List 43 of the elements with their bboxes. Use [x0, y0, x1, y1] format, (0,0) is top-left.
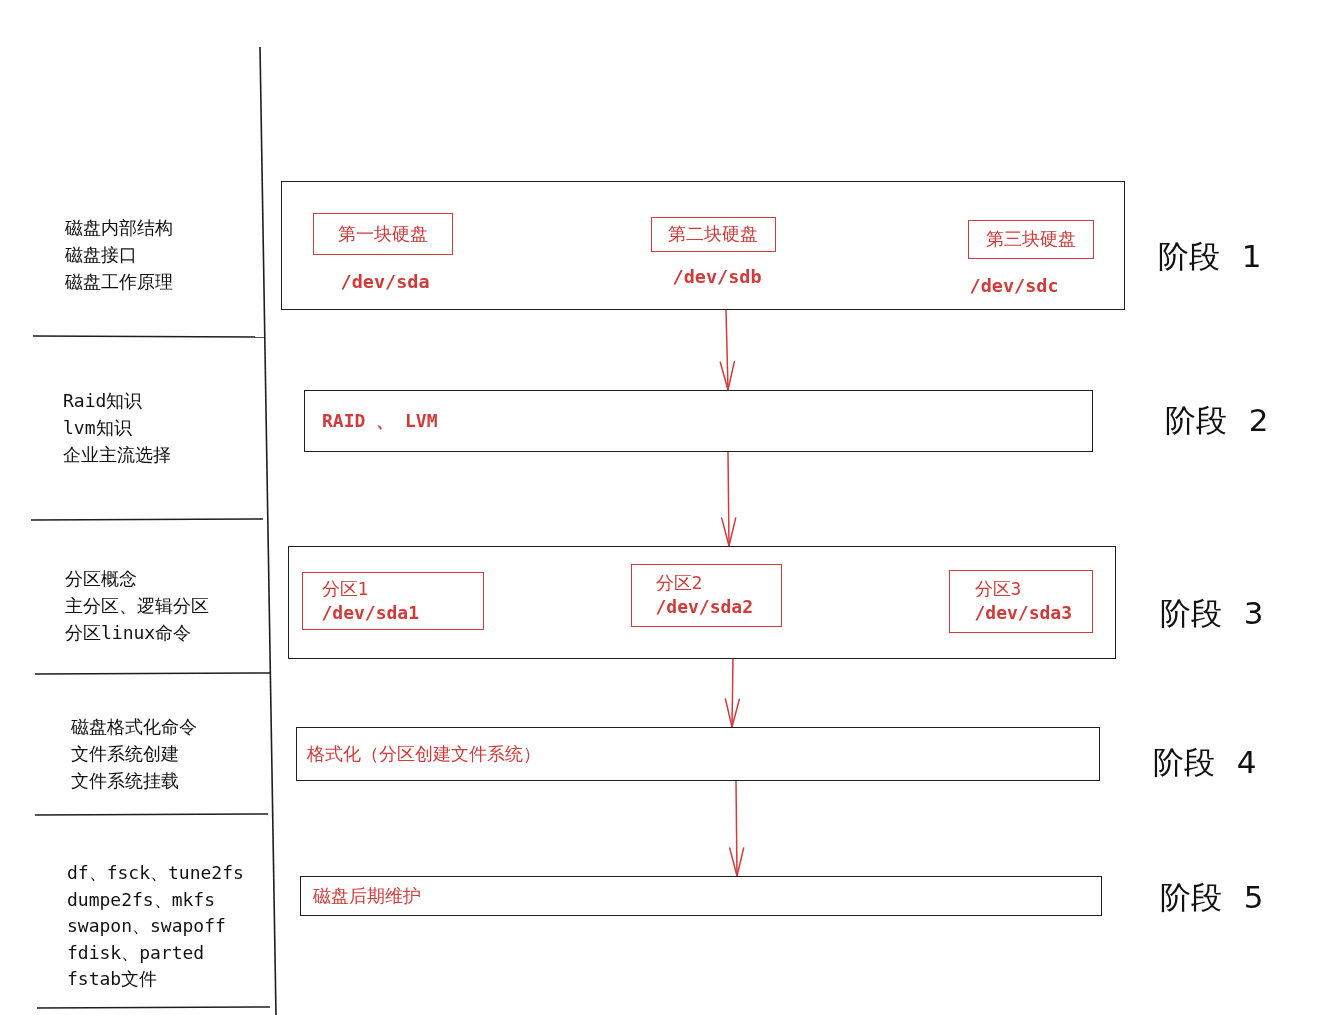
stage-box: 格式化（分区创建文件系统） [296, 727, 1100, 781]
topic-text: 磁盘格式化命令 [71, 716, 197, 738]
arrow [719, 309, 736, 391]
topic-text: 主分区、逻辑分区 [65, 595, 209, 617]
partition-box [630, 563, 782, 627]
stage-label: 阶段 3 [1160, 594, 1264, 633]
topic-text: 磁盘工作原理 [65, 271, 173, 293]
device-path: /dev/sda3 [974, 601, 1073, 625]
partition-name: 分区2 [655, 571, 703, 595]
stage-box: RAID 、 LVM [304, 390, 1093, 452]
device-path: /dev/sdc [969, 274, 1059, 297]
stage-label: 阶段 2 [1165, 401, 1269, 440]
stage-label: 阶段 5 [1160, 878, 1264, 917]
partition-name: 分区1 [321, 576, 369, 601]
device-path: /dev/sda1 [321, 600, 420, 625]
arrow [724, 658, 741, 728]
topic-text: fstab文件 [67, 968, 158, 990]
arrow [728, 780, 745, 877]
device-path: /dev/sda [340, 270, 430, 293]
topic-text: df、fsck、tune2fs [67, 862, 244, 884]
partition-box [948, 569, 1093, 633]
topic-text: 文件系统挂载 [71, 770, 179, 792]
topic-text: lvm知识 [63, 417, 132, 439]
stage-box [288, 546, 1116, 659]
stage-label: 阶段 1 [1158, 237, 1262, 276]
arrow [720, 451, 737, 547]
topic-text: swapon、swapoff [67, 915, 226, 937]
topic-text: dumpe2fs、mkfs [67, 889, 216, 911]
topic-text: 分区linux命令 [65, 622, 192, 644]
partition-name: 分区3 [974, 577, 1022, 601]
device-path: /dev/sdb [672, 265, 762, 288]
partition-box [301, 571, 484, 630]
topic-text: 磁盘接口 [65, 244, 137, 266]
topic-text: 文件系统创建 [71, 743, 179, 765]
topic-text: 企业主流选择 [63, 444, 171, 466]
device-path: /dev/sda2 [655, 595, 754, 619]
topic-text: 磁盘内部结构 [65, 217, 173, 239]
topic-text: 分区概念 [65, 568, 137, 590]
stage-box: 磁盘后期维护 [300, 876, 1102, 916]
stage-label: 阶段 4 [1153, 743, 1257, 782]
topic-text: fdisk、parted [67, 942, 205, 964]
stage-box [281, 181, 1125, 310]
topic-text: Raid知识 [63, 390, 143, 412]
